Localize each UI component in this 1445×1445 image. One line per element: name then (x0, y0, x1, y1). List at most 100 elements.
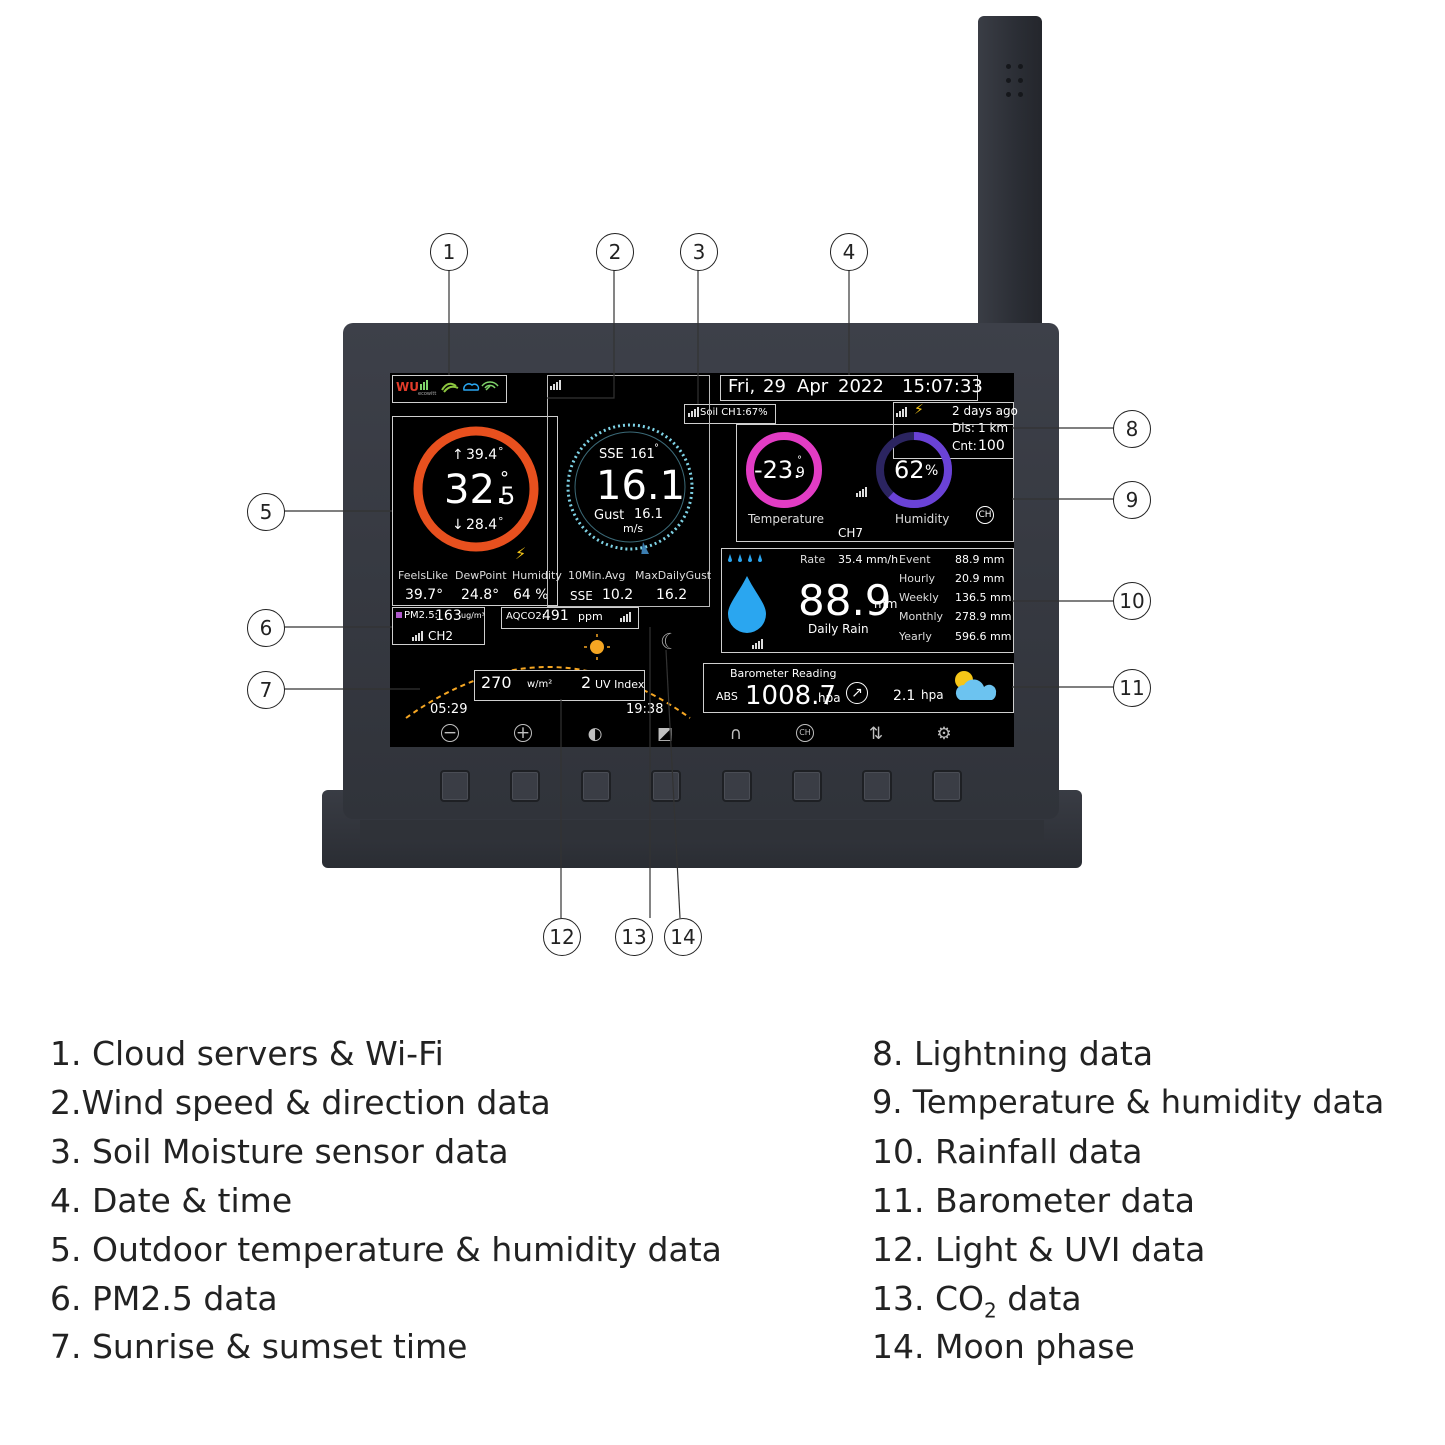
ecowitt-logo: ecowitt (418, 391, 437, 397)
stand-lip (360, 820, 1044, 840)
callout-3: 3 (680, 233, 718, 271)
wind-degrees: 161 (630, 447, 655, 462)
date-day: Fri, (728, 376, 756, 397)
barometer-value: 1008.7 (745, 681, 836, 711)
legend-item-12: 12. Light & UVI data (872, 1230, 1206, 1269)
ch-icon[interactable]: CH (796, 724, 814, 742)
rain-yearly-value: 596.6 mm (955, 630, 1012, 643)
hardware-button-6[interactable] (792, 770, 822, 802)
legend-item-11: 11. Barometer data (872, 1181, 1195, 1220)
legend-item-6: 6. PM2.5 data (50, 1279, 278, 1318)
pm25-color-indicator (396, 612, 402, 618)
signal-icon (550, 380, 561, 390)
callout-14: 14 (664, 918, 702, 956)
callout-12: 12 (543, 918, 581, 956)
datetime-box (720, 375, 978, 401)
channel-cycle-icon[interactable]: CH (976, 506, 994, 524)
wind-avg-direction: SSE (570, 589, 593, 603)
gust-label: Gust (594, 508, 625, 523)
plus-circle-icon[interactable]: + (514, 723, 532, 743)
daily-rain-unit: mm (874, 597, 898, 611)
pressure-trend-arrow-icon: ↗ (846, 682, 868, 704)
wind-avg-label: 10Min.Avg (568, 569, 626, 582)
cloud-wifi-icons (420, 380, 499, 393)
antenna (978, 16, 1042, 346)
hardware-button-2[interactable] (510, 770, 540, 802)
wind-direction: SSE (599, 447, 624, 462)
channel-humidity-label: Humidity (895, 512, 950, 526)
channel-temp: -23. (754, 456, 801, 484)
lightning-distance-label: Dis: (952, 421, 975, 435)
max-gust-label: MaxDailyGust (635, 569, 712, 582)
callout-9: 9 (1113, 481, 1151, 519)
hardware-button-4[interactable] (651, 770, 681, 802)
brightness-icon[interactable]: ◩ (656, 724, 674, 744)
swap-icon[interactable]: ⇅ (868, 724, 884, 744)
legend-item-8: 8. Lightning data (872, 1034, 1154, 1073)
cloud-status-box (392, 375, 507, 403)
daily-rain-label: Daily Rain (808, 622, 869, 636)
rain-drops-icon (728, 554, 762, 562)
outdoor-high-arrow: ↑ (452, 447, 464, 463)
channel-humidity-ring (876, 432, 952, 508)
legend-item-3: 3. Soil Moisture sensor data (50, 1132, 509, 1171)
legend-item-13-suffix: data (996, 1279, 1082, 1318)
legend-item-10: 10. Rainfall data (872, 1132, 1143, 1171)
feelslike-value: 39.7° (405, 587, 444, 603)
humidity-label: Humidity (512, 569, 562, 582)
channel-humidity-unit: % (925, 463, 939, 479)
signal-icon (896, 407, 907, 417)
outdoor-low: 28.4 (466, 517, 498, 533)
signal-icon (412, 631, 423, 641)
legend-item-4: 4. Date & time (50, 1181, 293, 1220)
channel-temp-ring (746, 432, 822, 508)
callout-1: 1 (430, 233, 468, 271)
legend-item-1: 1. Cloud servers & Wi-Fi (50, 1034, 444, 1073)
legend-item-2: 2.Wind speed & direction data (50, 1083, 551, 1122)
callout-11: 11 (1113, 669, 1151, 707)
outdoor-temp: 32. (444, 467, 508, 513)
signal-icon (688, 407, 699, 417)
outdoor-temp-ring (413, 426, 539, 552)
outdoor-high: 39.4 (466, 447, 498, 463)
legend-item-7: 7. Sunrise & sumset time (50, 1327, 468, 1366)
pm25-unit: ug/m³ (461, 611, 485, 620)
hardware-button-3[interactable] (581, 770, 611, 802)
clock-time: 15:07:33 (902, 376, 983, 397)
humidity-value: 64 % (513, 587, 549, 603)
sunset-time: 19:38 (626, 702, 664, 717)
headset-icon[interactable]: ∩ (729, 724, 743, 744)
rain-hourly-label: Hourly (899, 572, 936, 585)
outdoor-high-unit: ° (498, 445, 504, 458)
hardware-button-7[interactable] (862, 770, 892, 802)
rain-event-label: Event (899, 553, 931, 566)
settings-icon[interactable]: ⚙ (936, 724, 952, 744)
minus-circle-icon[interactable]: − (441, 723, 459, 743)
callout-13: 13 (615, 918, 653, 956)
uv-index-label: UV Index (595, 678, 645, 691)
soil-moisture: Soil CH1:67% (700, 407, 768, 418)
outdoor-low-unit: ° (498, 515, 504, 528)
solar-unit: w/m² (527, 679, 553, 690)
outdoor-temp-decimal: 5 (500, 482, 516, 510)
co2-box (501, 607, 639, 629)
date-month: Apr (797, 376, 829, 397)
co2-value: 491 (542, 608, 569, 624)
outdoor-low-arrow: ↓ (452, 517, 464, 533)
contrast-icon[interactable]: ◐ (587, 724, 603, 744)
touch-sensor-button[interactable] (932, 770, 962, 802)
hardware-button-5[interactable] (722, 770, 752, 802)
legend-item-5: 5. Outdoor temperature & humidity data (50, 1230, 722, 1269)
solar-uv-box (474, 670, 645, 701)
wind-compass-ring (566, 423, 694, 554)
rain-yearly-label: Yearly (899, 630, 932, 643)
hardware-button-1[interactable] (440, 770, 470, 802)
rain-weekly-value: 136.5 mm (955, 591, 1012, 604)
wind-speed: 16.1 (596, 463, 686, 509)
barometer-title: Barometer Reading (730, 667, 837, 680)
lightning-distance: 1 km (978, 421, 1009, 435)
legend-item-14: 14. Moon phase (872, 1327, 1135, 1366)
wind-degrees-unit: ° (654, 443, 659, 454)
callout-2: 2 (596, 233, 634, 271)
partly-cloudy-icon (955, 671, 997, 700)
